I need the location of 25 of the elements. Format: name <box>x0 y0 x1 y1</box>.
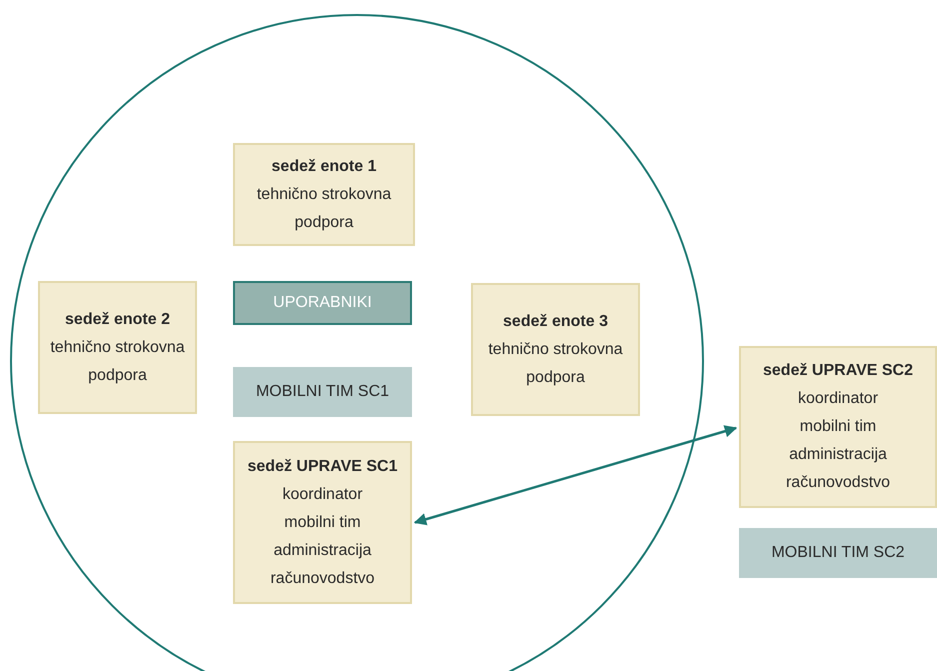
box-text: administracija <box>274 540 372 560</box>
info-box <box>233 143 415 246</box>
box-text: koordinator <box>282 484 363 504</box>
info-box <box>38 281 197 414</box>
box-text: administracija <box>789 445 887 465</box>
box-heading: sedež enote 1 <box>272 156 376 176</box>
box-text: tehnično strokovna podpora <box>49 338 186 386</box>
info-box <box>471 283 640 416</box>
label-box: MOBILNI TIM SC1 <box>233 367 412 417</box>
box-heading: sedež UPRAVE SC2 <box>763 361 913 381</box>
box-text: koordinator <box>798 389 878 409</box>
box-heading: sedež UPRAVE SC1 <box>248 456 398 476</box>
label-box: UPORABNIKI <box>233 281 412 325</box>
info-box <box>739 346 937 508</box>
box-text: mobilni tim <box>800 417 876 437</box>
info-box <box>233 441 412 604</box>
box-text: računovodstvo <box>270 568 375 588</box>
box-heading: sedež enote 2 <box>65 310 170 330</box>
box-text: tehnično strokovna podpora <box>487 340 624 388</box>
double-arrow <box>414 425 738 526</box>
box-heading: sedež enote 3 <box>503 312 608 332</box>
label-box: MOBILNI TIM SC2 <box>739 528 937 578</box>
box-text: mobilni tim <box>284 512 361 532</box>
box-text: računovodstvo <box>786 473 890 493</box>
box-text: tehnično strokovna podpora <box>256 184 392 232</box>
